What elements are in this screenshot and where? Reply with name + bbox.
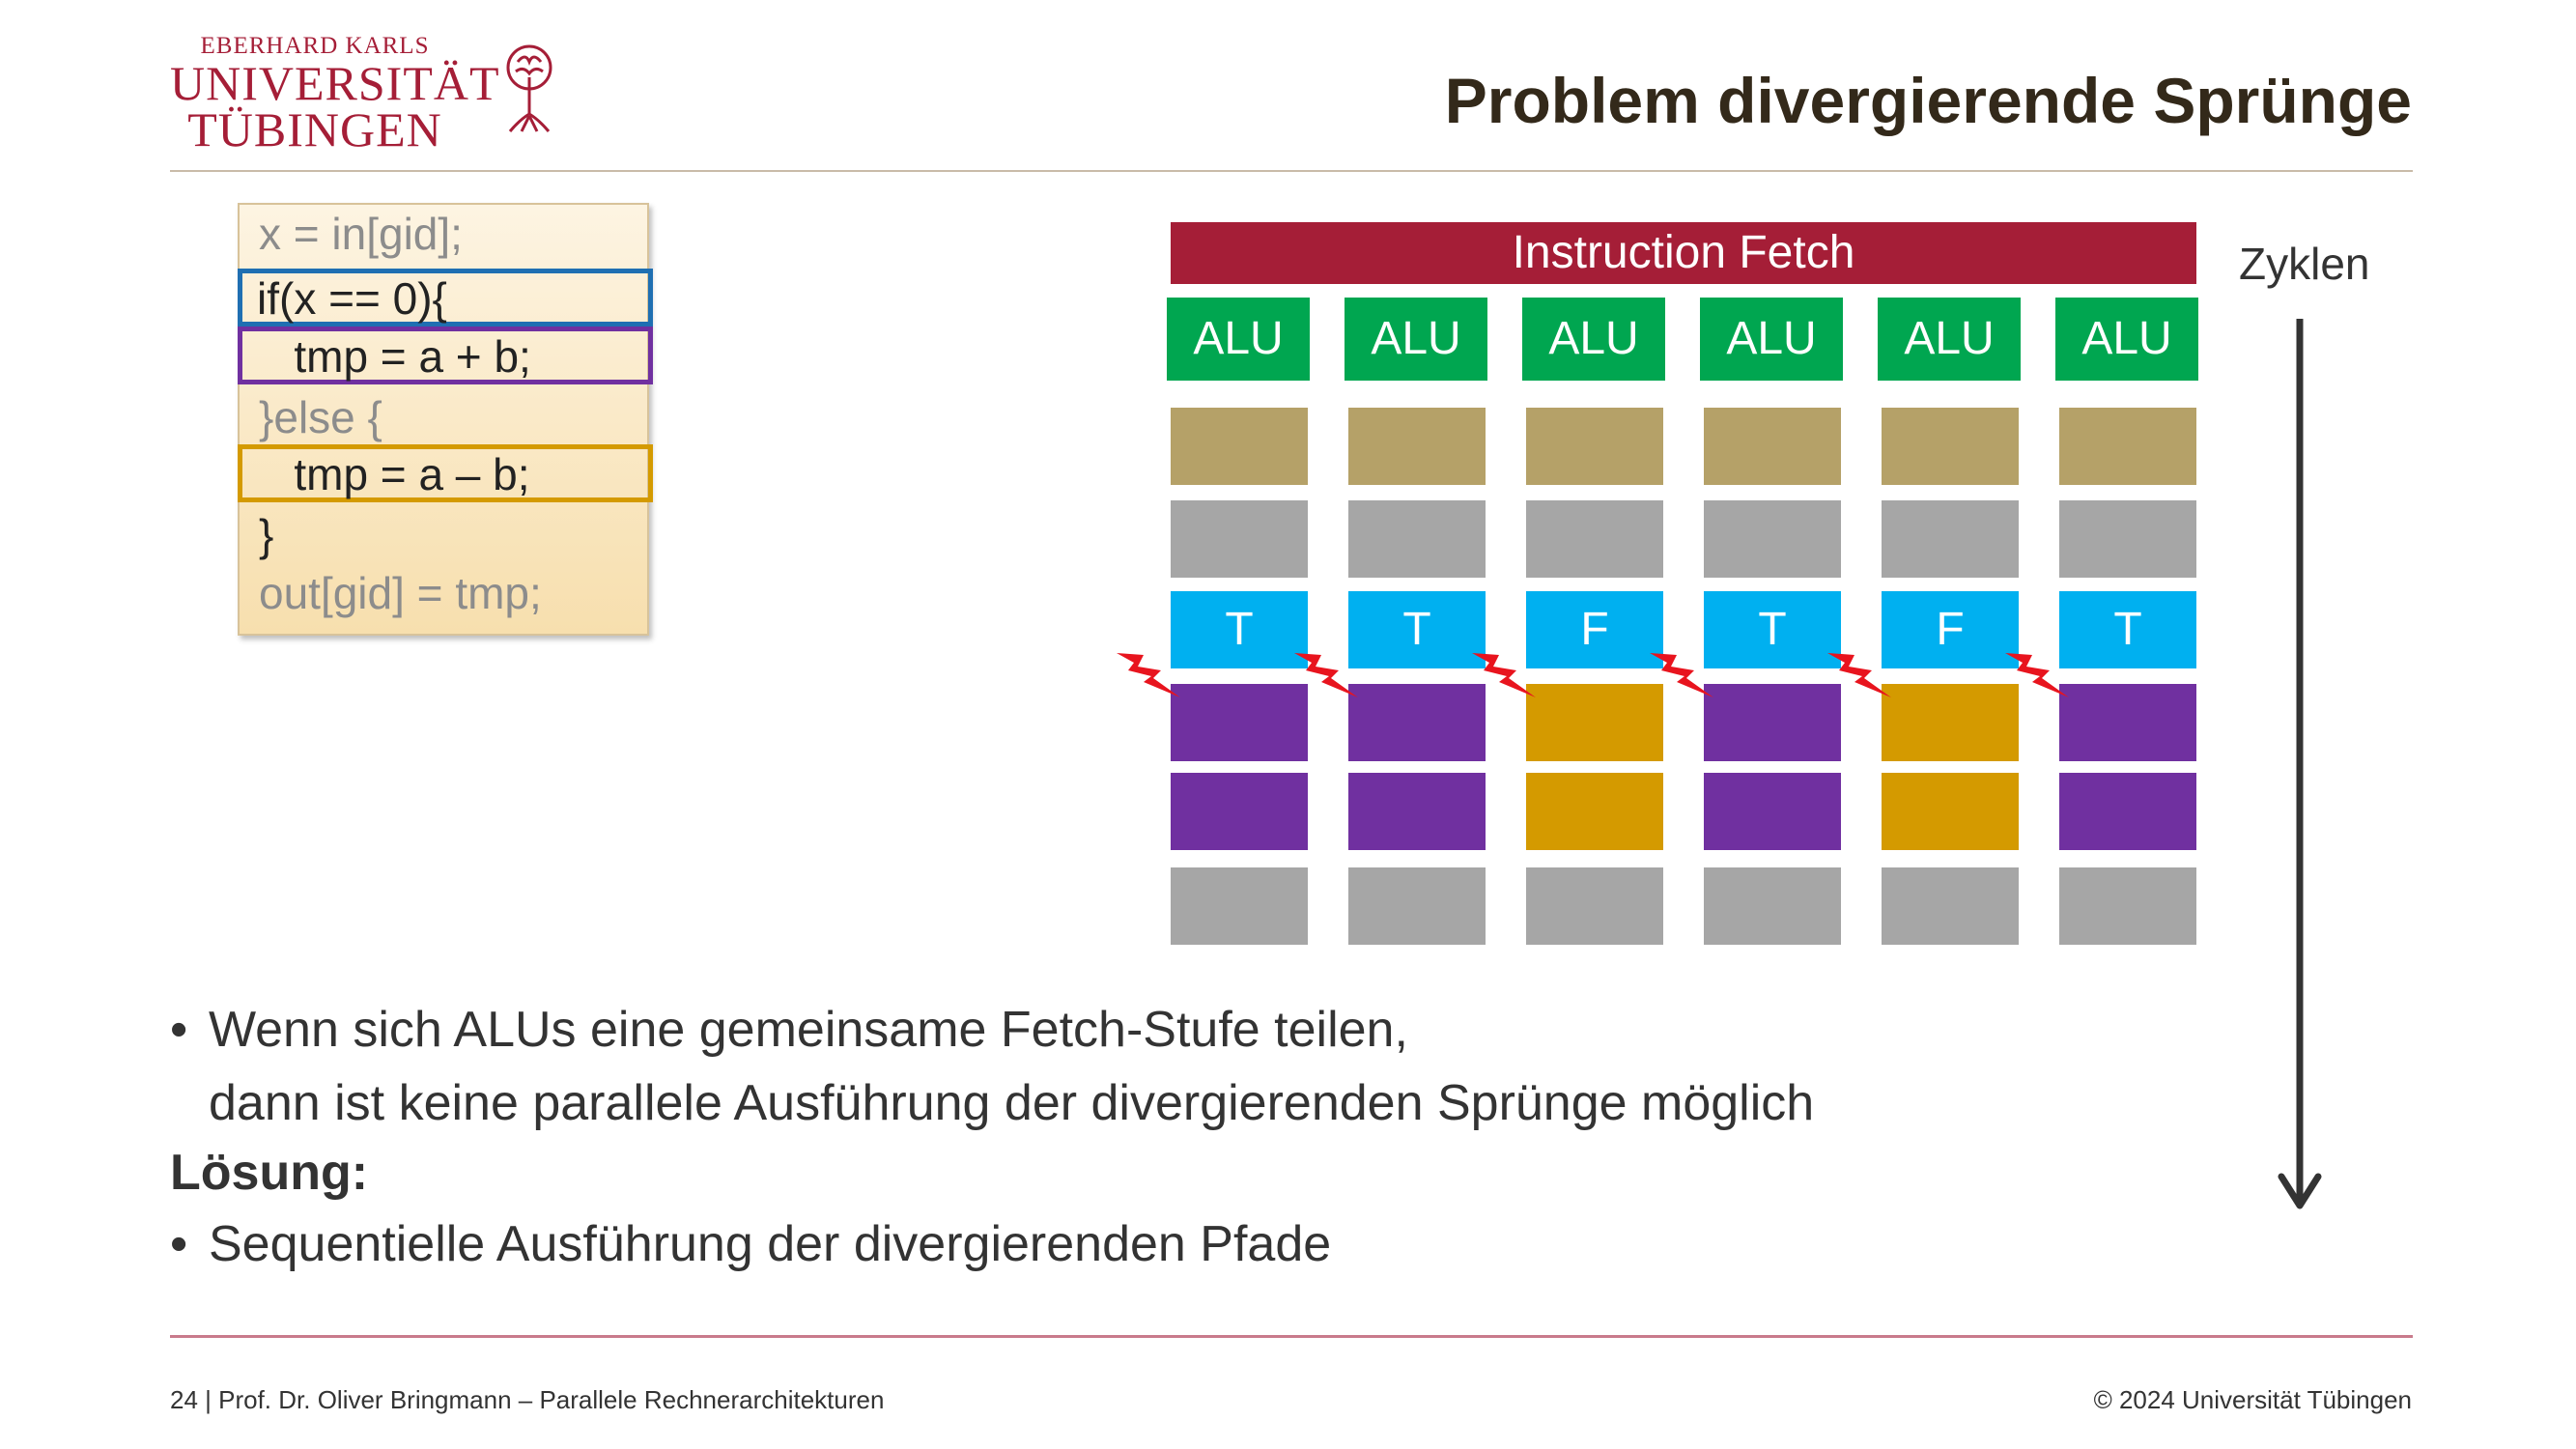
code-line: }	[259, 510, 274, 560]
idle-stage-cell	[1171, 500, 1308, 578]
branch-outcome-cell: F	[1526, 591, 1663, 668]
footer-course-info: 24 | Prof. Dr. Oliver Bringmann – Parall…	[170, 1385, 885, 1414]
footer-copyright: © 2024 Universität Tübingen	[2093, 1385, 2412, 1414]
code-line: tmp = a + b;	[238, 327, 653, 384]
branch-path-cell	[2059, 773, 2196, 850]
branch-path-cell	[1348, 773, 1486, 850]
footer-divider	[170, 1335, 2413, 1338]
divergence-bolt-icon	[1294, 653, 1358, 697]
code-line: out[gid] = tmp;	[259, 568, 542, 618]
load-stage-cell	[1526, 408, 1663, 485]
load-stage-cell	[1348, 408, 1486, 485]
code-line: x = in[gid];	[259, 209, 463, 259]
load-stage-cell	[2059, 408, 2196, 485]
instruction-fetch-bar: Instruction Fetch	[1171, 222, 2196, 284]
branch-path-cell	[1171, 773, 1308, 850]
load-stage-cell	[1171, 408, 1308, 485]
idle-stage-cell	[2059, 867, 2196, 945]
branch-path-cell	[1704, 684, 1841, 761]
bullet-marker: •	[170, 1216, 188, 1272]
solution-heading: Lösung:	[170, 1145, 369, 1201]
branch-path-cell	[1348, 684, 1486, 761]
idle-stage-cell	[1526, 867, 1663, 945]
alu-unit: ALU	[1878, 298, 2021, 381]
logo-line-mid: UNIVERSITÄT	[170, 56, 500, 110]
bullet-text-line-1: Wenn sich ALUs eine gemeinsame Fetch-Stu…	[209, 1002, 1408, 1058]
bullet-text-line-3: Sequentielle Ausführung der divergierend…	[209, 1216, 1332, 1272]
branch-path-cell	[1526, 773, 1663, 850]
load-stage-cell	[1882, 408, 2019, 485]
cycles-arrow-icon	[2278, 319, 2322, 1209]
divergence-bolt-icon	[1650, 653, 1713, 697]
alu-unit: ALU	[2055, 298, 2198, 381]
code-line: }else {	[259, 392, 382, 442]
divergence-bolt-icon	[1472, 653, 1536, 697]
university-logo-text: EBERHARD KARLS UNIVERSITÄT TÜBINGEN	[170, 33, 500, 156]
logo-line-bot: TÜBINGEN	[187, 102, 442, 156]
idle-stage-cell	[1882, 500, 2019, 578]
idle-stage-cell	[2059, 500, 2196, 578]
branch-outcome-cell: F	[1882, 591, 2019, 668]
divergence-bolt-icon	[1117, 653, 1180, 697]
code-line: tmp = a – b;	[238, 444, 653, 502]
page-title: Problem divergierende Sprünge	[1444, 65, 2412, 136]
logo-line-top: EBERHARD KARLS	[200, 33, 430, 59]
idle-stage-cell	[1704, 867, 1841, 945]
header-divider	[170, 170, 2413, 172]
alu-unit: ALU	[1522, 298, 1665, 381]
idle-stage-cell	[1348, 500, 1486, 578]
code-snippet-box: x = in[gid]; if(x == 0){ tmp = a + b; }els…	[238, 203, 653, 636]
idle-stage-cell	[1882, 867, 2019, 945]
idle-stage-cell	[1704, 500, 1841, 578]
idle-stage-cell	[1526, 500, 1663, 578]
alu-unit: ALU	[1345, 298, 1487, 381]
divergence-bolt-icon	[2005, 653, 2069, 697]
divergence-bolt-icon	[1827, 653, 1891, 697]
code-line: if(x == 0){	[238, 269, 653, 327]
alu-unit: ALU	[1700, 298, 1843, 381]
load-stage-cell	[1704, 408, 1841, 485]
branch-path-cell	[1882, 684, 2019, 761]
branch-outcome-cell: T	[1171, 591, 1308, 668]
tree-logo-icon	[506, 44, 552, 132]
idle-stage-cell	[1171, 867, 1308, 945]
bullet-marker: •	[170, 1002, 188, 1058]
bullet-text-line-2: dann ist keine parallele Ausführung der …	[209, 1075, 1815, 1131]
branch-outcome-cell: T	[1348, 591, 1486, 668]
branch-path-cell	[1882, 773, 2019, 850]
branch-path-cell	[1526, 684, 1663, 761]
branch-path-cell	[1171, 684, 1308, 761]
branch-path-cell	[2059, 684, 2196, 761]
alu-unit: ALU	[1167, 298, 1310, 381]
cycles-label: Zyklen	[2239, 239, 2370, 289]
idle-stage-cell	[1348, 867, 1486, 945]
branch-path-cell	[1704, 773, 1841, 850]
branch-outcome-cell: T	[2059, 591, 2196, 668]
branch-outcome-cell: T	[1704, 591, 1841, 668]
